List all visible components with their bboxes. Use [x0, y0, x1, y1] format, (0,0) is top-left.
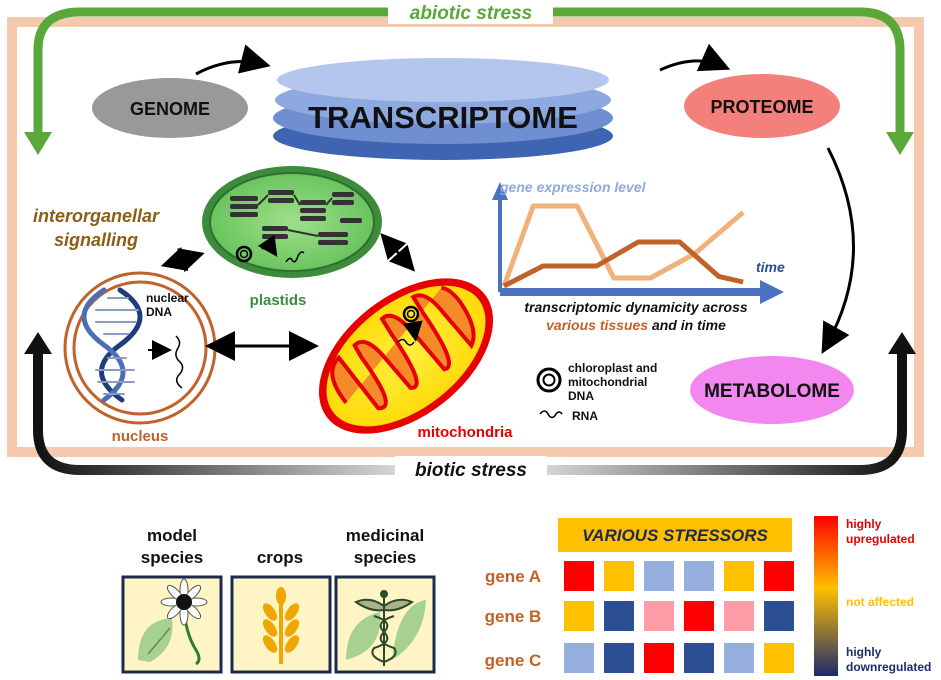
gene-c-label: gene C — [485, 651, 542, 670]
expression-series-1 — [501, 203, 745, 287]
heatmap-cell-1-3 — [644, 561, 674, 591]
genome-label: GENOME — [130, 99, 210, 119]
transcriptome-node — [273, 58, 613, 160]
legend-dna-line1: chloroplast and — [568, 361, 657, 375]
stressors-title: VARIOUS STRESSORS — [582, 526, 768, 545]
model-species-box — [121, 575, 223, 674]
expression-caption-line1: transcriptomic dynamicity across — [524, 299, 748, 315]
stressor-heatmap — [564, 561, 794, 673]
transcriptome-to-proteome-arrow — [659, 43, 731, 72]
expression-x-axis — [500, 280, 784, 304]
proteome-to-metabolome-arrow — [821, 147, 855, 354]
nuclear-dna-label-line1: nuclear — [146, 291, 189, 305]
expression-y-label: gene expression level — [499, 179, 647, 195]
heatmap-cell-2-3 — [644, 601, 674, 631]
gene-a-label: gene A — [485, 567, 541, 586]
species-label-model-1: model — [147, 526, 197, 545]
caption-tail: and in time — [648, 317, 726, 333]
species-label-medicinal-2: species — [354, 548, 416, 567]
genome-to-transcriptome-arrow — [195, 44, 271, 76]
heatmap-cell-3-6 — [764, 643, 794, 673]
heatmap-cell-3-4 — [684, 643, 714, 673]
dna-helix-icon — [81, 287, 143, 403]
transcriptome-label: TRANSCRIPTOME — [308, 100, 578, 135]
abiotic-stress-label: abiotic stress — [410, 3, 533, 24]
proteome-node — [684, 74, 840, 138]
plastid-organelle — [202, 166, 382, 278]
stressors-title-box — [558, 518, 792, 552]
expression-series-group — [501, 203, 745, 289]
expression-chart — [492, 182, 784, 304]
metabolome-label: METABOLOME — [704, 381, 840, 402]
wheat-icon — [262, 587, 300, 664]
species-label-model-2: species — [141, 548, 203, 567]
metabolome-node — [690, 356, 854, 424]
legend-dna-line2: mitochondrial — [568, 375, 647, 389]
heatmap-cell-3-3 — [644, 643, 674, 673]
heatmap-cell-3-5 — [724, 643, 754, 673]
plastids-label: plastids — [250, 292, 307, 309]
medicinal-species-box — [334, 575, 436, 674]
gene-b-label: gene B — [485, 607, 542, 626]
legend-dna-line3: DNA — [568, 389, 594, 403]
caduceus-icon — [353, 590, 415, 666]
heatmap-cell-1-6 — [764, 561, 794, 591]
crops-box — [230, 575, 332, 674]
organelle-dna-legend-icon — [536, 367, 562, 393]
heatmap-cell-1-4 — [684, 561, 714, 591]
heatmap-cell-2-2 — [604, 601, 634, 631]
scale-low-line1: highly — [846, 645, 882, 659]
heatmap-cell-3-1 — [564, 643, 594, 673]
heatmap-cell-2-4 — [684, 601, 714, 631]
scale-high-line2: upregulated — [846, 532, 915, 546]
expression-caption-line2: various tissues and in time — [546, 317, 726, 333]
signalling-label-line1: interorganellar — [33, 206, 160, 226]
nuclear-dna-label-line2: DNA — [146, 305, 172, 319]
signalling-label-line2: signalling — [54, 230, 138, 250]
expression-series-2 — [502, 239, 744, 289]
caption-highlight: various tissues — [546, 317, 648, 333]
heatmap-cell-3-2 — [604, 643, 634, 673]
legend-rna: RNA — [572, 409, 598, 423]
nucleus-organelle — [63, 271, 217, 425]
scale-low-line2: downregulated — [846, 660, 931, 674]
heatmap-cell-1-1 — [564, 561, 594, 591]
heatmap-cell-1-2 — [604, 561, 634, 591]
species-label-crops: crops — [257, 548, 303, 567]
mitochondria-label: mitochondria — [417, 424, 513, 441]
scale-high-line1: highly — [846, 517, 882, 531]
genome-node — [92, 78, 248, 138]
plastid-nucleus-arrow — [160, 246, 205, 273]
rna-legend-icon — [539, 410, 563, 419]
heatmap-cell-2-5 — [724, 601, 754, 631]
scale-mid: not affected — [846, 595, 914, 609]
nucleus-label: nucleus — [112, 428, 169, 445]
regulation-scale-bar — [814, 516, 838, 676]
plastid-mito-arrow — [380, 232, 416, 272]
heatmap-cell-2-1 — [564, 601, 594, 631]
heatmap-cell-1-5 — [724, 561, 754, 591]
mito-dna-icon — [397, 305, 423, 346]
flower-icon — [160, 578, 208, 666]
biotic-stress-label: biotic stress — [415, 460, 527, 481]
proteome-label: PROTEOME — [710, 97, 813, 117]
mitochondrion-organelle — [318, 278, 494, 434]
species-label-medicinal-1: medicinal — [346, 526, 424, 545]
heatmap-cell-2-6 — [764, 601, 794, 631]
expression-x-label: time — [756, 259, 785, 275]
